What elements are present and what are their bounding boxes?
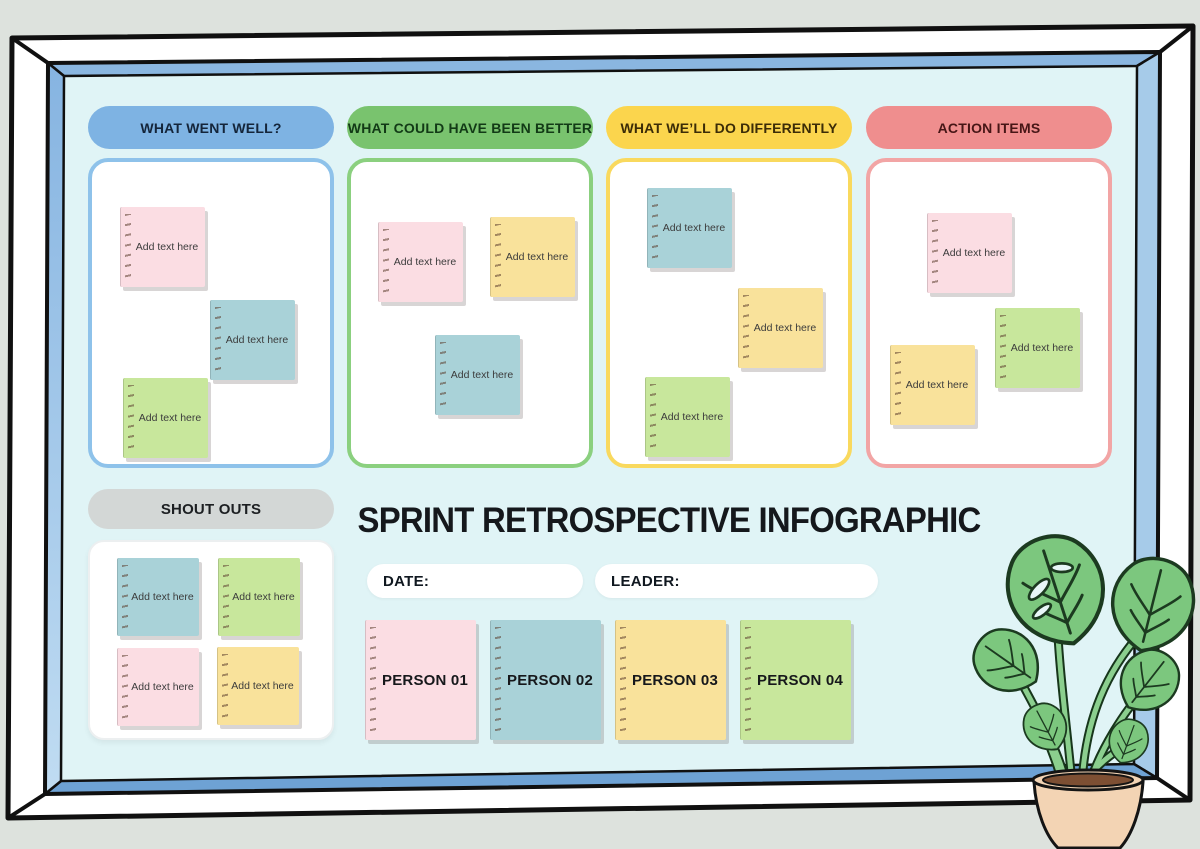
sticky-note[interactable]: Add text here <box>218 558 300 636</box>
sticky-note[interactable]: Add text here <box>117 648 199 726</box>
person-note-4[interactable]: PERSON 04 <box>740 620 851 740</box>
sticky-note-text: Add text here <box>232 590 295 603</box>
sticky-note-text: Add text here <box>138 411 202 424</box>
column-header-action-items: ACTION ITEMS <box>866 106 1112 149</box>
sticky-note-text: Add text here <box>662 221 726 234</box>
person-note-2[interactable]: PERSON 02 <box>490 620 601 740</box>
sticky-note[interactable]: Add text here <box>120 207 205 287</box>
person-note-label: PERSON 02 <box>507 671 593 689</box>
sticky-note[interactable]: Add text here <box>645 377 730 457</box>
sticky-note-text: Add text here <box>393 255 457 268</box>
sticky-note[interactable]: Add text here <box>435 335 520 415</box>
shoutouts-header: SHOUT OUTS <box>88 489 334 529</box>
sticky-note[interactable]: Add text here <box>210 300 295 380</box>
sticky-note-text: Add text here <box>131 590 194 603</box>
date-field[interactable]: DATE: <box>367 564 583 598</box>
sticky-note-text: Add text here <box>450 368 514 381</box>
sticky-note-text: Add text here <box>225 333 289 346</box>
sticky-note[interactable]: Add text here <box>217 647 299 725</box>
sticky-note[interactable]: Add text here <box>927 213 1012 293</box>
sticky-note[interactable]: Add text here <box>378 222 463 302</box>
sticky-note-text: Add text here <box>505 250 569 263</box>
date-label: DATE: <box>383 572 430 590</box>
person-note-3[interactable]: PERSON 03 <box>615 620 726 740</box>
column-header-differently: WHAT WE’LL DO DIFFERENTLY <box>606 106 852 149</box>
sticky-note[interactable]: Add text here <box>490 217 575 297</box>
sticky-note[interactable]: Add text here <box>738 288 823 368</box>
leader-field[interactable]: LEADER: <box>595 564 878 598</box>
column-header-been-better: WHAT COULD HAVE BEEN BETTER <box>347 106 593 149</box>
sticky-note-text: Add text here <box>231 679 294 692</box>
sticky-note-text: Add text here <box>135 240 199 253</box>
sticky-note-text: Add text here <box>660 410 724 423</box>
sticky-note-text: Add text here <box>1010 341 1074 354</box>
column-box-been-better <box>347 158 593 468</box>
sticky-note-text: Add text here <box>942 246 1006 259</box>
person-note-label: PERSON 01 <box>382 671 468 689</box>
sticky-note-text: Add text here <box>131 680 194 693</box>
person-note-1[interactable]: PERSON 01 <box>365 620 476 740</box>
page-title: SPRINT RETROSPECTIVE INFOGRAPHIC <box>357 501 982 540</box>
sticky-note[interactable]: Add text here <box>890 345 975 425</box>
sticky-note-text: Add text here <box>905 378 969 391</box>
sticky-note-text: Add text here <box>753 321 817 334</box>
person-note-label: PERSON 03 <box>632 671 718 689</box>
person-note-label: PERSON 04 <box>757 671 843 689</box>
column-header-went-well: WHAT WENT WELL? <box>88 106 334 149</box>
sticky-note[interactable]: Add text here <box>995 308 1080 388</box>
sticky-note[interactable]: Add text here <box>117 558 199 636</box>
sticky-note[interactable]: Add text here <box>123 378 208 458</box>
leader-label: LEADER: <box>611 572 680 590</box>
sticky-note[interactable]: Add text here <box>647 188 732 268</box>
